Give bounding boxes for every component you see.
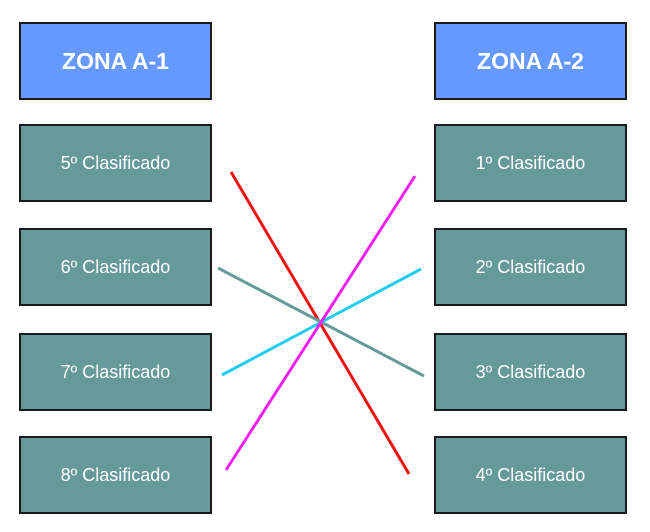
link-line-8th-to-1st [224,175,417,471]
left-team-box-8th: 8º Clasificado [19,436,212,514]
zone-a1-header: ZONA A-1 [19,22,212,100]
left-team-label: 5º Clasificado [60,152,171,173]
left-team-box-6th: 6º Clasificado [19,228,212,306]
right-team-box-1st: 1º Clasificado [434,124,627,202]
right-team-label: 1º Clasificado [475,152,586,173]
zone-a2-header: ZONA A-2 [434,22,627,100]
right-team-box-2nd: 2º Clasificado [434,228,627,306]
left-team-label: 6º Clasificado [60,256,171,277]
right-team-box-3rd: 3º Clasificado [434,333,627,411]
zone-a2-title: ZONA A-2 [477,47,584,74]
right-team-label: 3º Clasificado [475,361,586,382]
right-team-label: 4º Clasificado [475,464,586,485]
left-team-box-7th: 7º Clasificado [19,333,212,411]
zone-a1-title: ZONA A-1 [62,47,169,74]
left-team-box-5th: 5º Clasificado [19,124,212,202]
right-team-label: 2º Clasificado [475,256,586,277]
right-team-box-4th: 4º Clasificado [434,436,627,514]
left-team-label: 7º Clasificado [60,361,171,382]
left-team-label: 8º Clasificado [60,464,171,485]
